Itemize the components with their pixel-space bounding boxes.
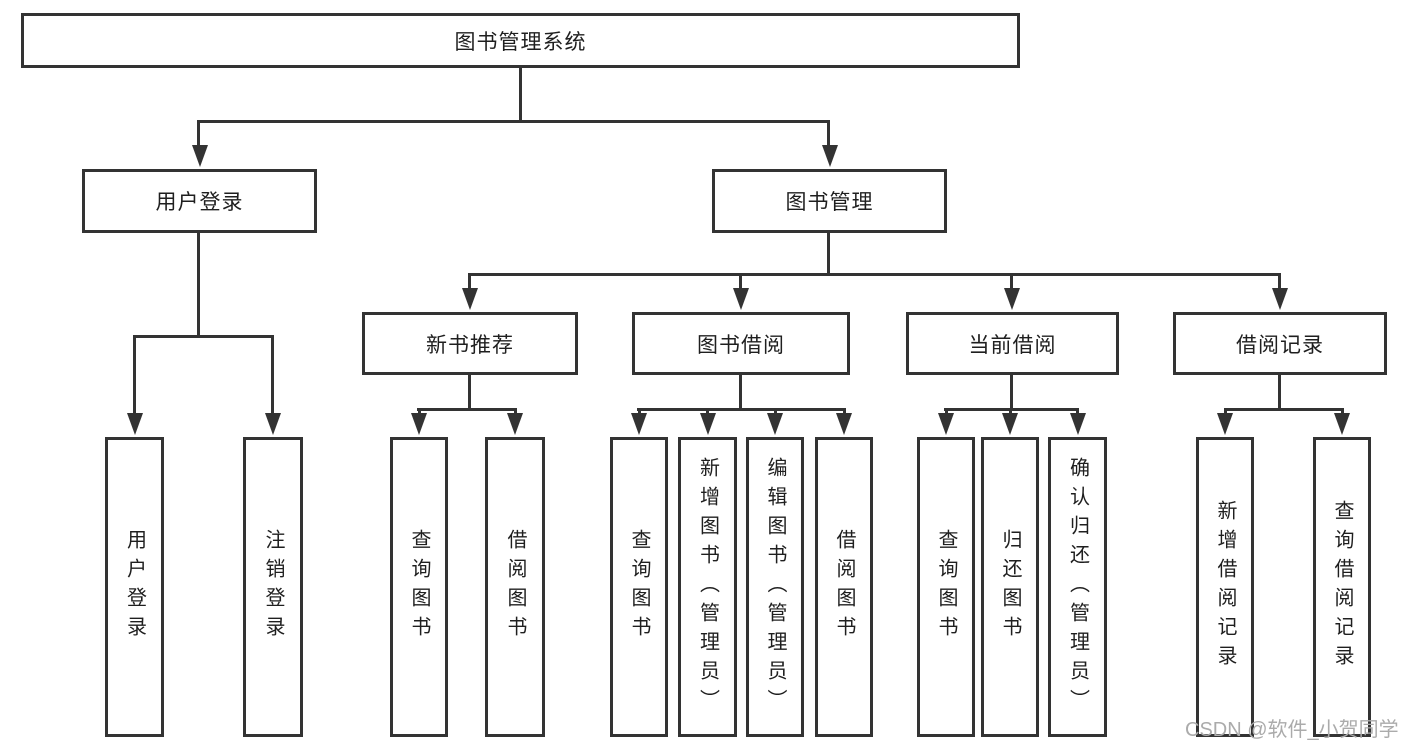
connector-user-login-distribution: [133, 335, 274, 338]
node-book-borrowing: 图书借阅: [632, 312, 850, 375]
connector-leaf-drop: [706, 408, 709, 416]
leaf-confirm-return-admin: 确认归还（管理员）: [1048, 437, 1107, 737]
leaf-label: 新增借阅记录: [1214, 500, 1236, 674]
leaf-return-book: 归还图书: [981, 437, 1039, 737]
node-new-book-recommendation: 新书推荐: [362, 312, 578, 375]
leaf-borrow-books-recommend: 借阅图书: [485, 437, 545, 737]
arrowhead-leaf: [1217, 413, 1233, 435]
connector-group0-drop: [468, 273, 471, 291]
arrowhead-leaf: [1334, 413, 1350, 435]
arrowhead-leaf: [1002, 413, 1018, 435]
leaf-label: 新增图书（管理员）: [696, 456, 719, 718]
leaf-user-login: 用户登录: [105, 437, 164, 737]
connector-level2-distribution: [197, 120, 830, 123]
connector-group2-stem: [1010, 375, 1013, 410]
leaf-query-books-recommend: 查询图书: [390, 437, 448, 737]
connector-group2-drop: [1010, 273, 1013, 291]
arrowhead-leaf-user-login: [127, 413, 143, 435]
connector-leaf-drop: [638, 408, 641, 416]
connector-group1-drop: [739, 273, 742, 291]
leaf-label: 查询图书: [408, 529, 430, 645]
connector-group3-drop: [1278, 273, 1281, 291]
connector-book-mgmt-drop: [827, 120, 830, 148]
node-borrowing-records: 借阅记录: [1173, 312, 1387, 375]
arrowhead-leaf: [1070, 413, 1086, 435]
leaf-label: 借阅图书: [504, 529, 526, 645]
node-current-borrowing: 当前借阅: [906, 312, 1119, 375]
connector-leaf-logout-drop: [271, 335, 274, 413]
connector-book-mgmt-stem: [827, 233, 830, 275]
leaf-logout: 注销登录: [243, 437, 303, 737]
leaf-label: 查询图书: [628, 529, 650, 645]
node-book-management: 图书管理: [712, 169, 947, 233]
leaf-label: 查询图书: [935, 529, 957, 645]
leaf-edit-book-admin: 编辑图书（管理员）: [746, 437, 804, 737]
connector-group0-distribution: [417, 408, 517, 411]
watermark-text: CSDN @软件_小贺同学: [1185, 719, 1399, 741]
arrowhead-group1: [733, 288, 749, 310]
leaf-query-books-current: 查询图书: [917, 437, 975, 737]
arrowhead-group0: [462, 288, 478, 310]
leaf-query-books-borrowing: 查询图书: [610, 437, 668, 737]
connector-leaf-drop: [774, 408, 777, 416]
connector-leaf-drop: [1224, 408, 1227, 416]
connector-leaf-drop: [843, 408, 846, 416]
arrowhead-group2: [1004, 288, 1020, 310]
leaf-add-book-admin: 新增图书（管理员）: [678, 437, 737, 737]
connector-leaf-drop: [1076, 408, 1079, 416]
leaf-add-borrow-record: 新增借阅记录: [1196, 437, 1254, 737]
connector-leaf-drop: [1341, 408, 1344, 416]
connector-leaf-drop: [418, 408, 421, 416]
connector-group1-stem: [739, 375, 742, 410]
connector-user-login-stem: [197, 233, 200, 337]
connector-user-login-drop: [197, 120, 200, 148]
connector-group0-stem: [468, 375, 471, 410]
node-user-login: 用户登录: [82, 169, 317, 233]
connector-leaf-drop: [1009, 408, 1012, 416]
arrowhead-leaf: [767, 413, 783, 435]
arrowhead-group3: [1272, 288, 1288, 310]
node-library-management-system: 图书管理系统: [21, 13, 1020, 68]
leaf-query-borrow-record: 查询借阅记录: [1313, 437, 1371, 737]
leaf-label: 查询借阅记录: [1331, 500, 1353, 674]
leaf-label: 用户登录: [123, 529, 146, 645]
leaf-label: 注销登录: [262, 529, 284, 645]
leaf-label: 归还图书: [999, 529, 1021, 645]
leaf-label: 确认归还（管理员）: [1066, 456, 1089, 718]
arrowhead-leaf: [700, 413, 716, 435]
connector-leaf-drop: [514, 408, 517, 416]
connector-group3-distribution: [1224, 408, 1344, 411]
arrowhead-leaf-logout: [265, 413, 281, 435]
arrowhead-user-login: [192, 145, 208, 167]
connector-leaf-user-login-drop: [133, 335, 136, 413]
leaf-label: 借阅图书: [833, 529, 855, 645]
connector-root-stem: [519, 68, 522, 123]
arrowhead-leaf: [411, 413, 427, 435]
connector-group3-stem: [1278, 375, 1281, 410]
arrowhead-leaf: [836, 413, 852, 435]
arrowhead-leaf: [938, 413, 954, 435]
connector-group1-distribution: [637, 408, 846, 411]
leaf-label: 编辑图书（管理员）: [764, 456, 786, 718]
arrowhead-leaf: [631, 413, 647, 435]
arrowhead-leaf: [507, 413, 523, 435]
arrowhead-book-mgmt: [822, 145, 838, 167]
leaf-borrow-books: 借阅图书: [815, 437, 873, 737]
connector-leaf-drop: [945, 408, 948, 416]
connector-level3-distribution: [468, 273, 1281, 276]
